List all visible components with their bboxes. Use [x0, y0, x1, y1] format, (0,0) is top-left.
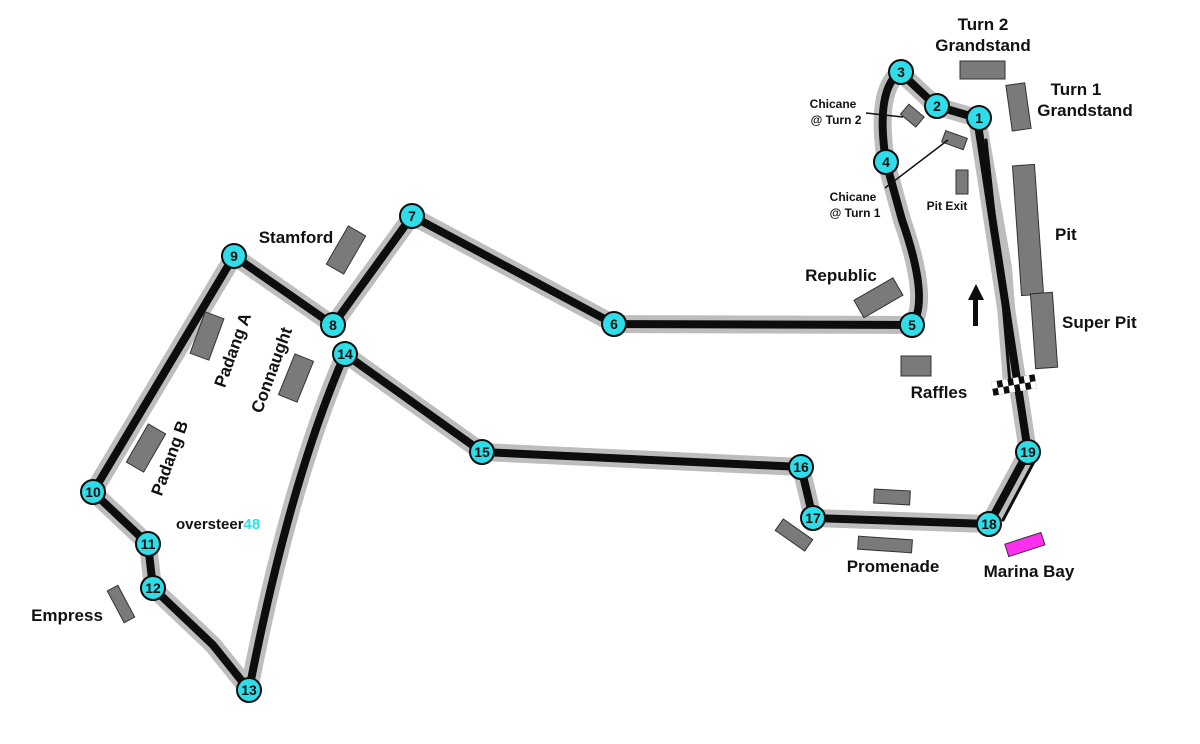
start-finish-line	[991, 374, 1037, 396]
turn-number-8: 8	[329, 317, 337, 333]
turn-number-6: 6	[610, 316, 618, 332]
grandstand-padang-a	[189, 311, 225, 361]
label-pit-exit: Pit Exit	[927, 199, 968, 213]
turn-number-17: 17	[805, 510, 821, 526]
label-republic: Republic	[805, 266, 877, 285]
label-turn2-grandstand-line1: Turn 2	[958, 15, 1009, 34]
label-marina-bay: Marina Bay	[984, 562, 1075, 581]
turn-number-10: 10	[85, 484, 101, 500]
turn-number-4: 4	[882, 154, 890, 170]
turn-marker-14: 14	[332, 341, 358, 367]
label-stamford: Stamford	[259, 228, 334, 247]
label-chicane-turn2-line1: Chicane	[810, 97, 857, 111]
turn-marker-5: 5	[899, 312, 925, 338]
direction-arrow-icon	[968, 284, 984, 326]
label-super-pit: Super Pit	[1062, 313, 1137, 332]
turn-number-1: 1	[975, 110, 983, 126]
turn-number-3: 3	[897, 64, 905, 80]
turn-number-11: 11	[141, 536, 156, 552]
grandstand-empress	[106, 584, 136, 624]
grandstand-stamford	[325, 225, 367, 275]
turn-marker-19: 19	[1015, 439, 1041, 465]
brand-logo: oversteer48	[176, 516, 260, 533]
grandstand-turn1	[1005, 82, 1032, 132]
turn-number-19: 19	[1020, 444, 1036, 460]
grandstand-marina-bay	[1004, 531, 1046, 558]
turn-marker-10: 10	[80, 479, 106, 505]
brand-number: 48	[244, 516, 261, 533]
turn-number-2: 2	[933, 98, 941, 114]
turn-markers: 1 2 3 4 5 6 7 8 9 10 11 12 13 14 15 16 1…	[80, 59, 1041, 703]
pit-lane	[984, 138, 1038, 522]
grandstand-promenade	[857, 535, 913, 554]
label-turn1-grandstand-line2: Grandstand	[1037, 101, 1132, 120]
turn-marker-15: 15	[469, 439, 495, 465]
label-turn2-grandstand-line2: Grandstand	[935, 36, 1030, 55]
turn-number-16: 16	[793, 459, 809, 475]
turn-marker-13: 13	[236, 677, 262, 703]
grandstand-republic	[853, 277, 904, 319]
turn-marker-8: 8	[320, 312, 346, 338]
label-chicane-turn2-line2: @ Turn 2	[811, 113, 862, 127]
turn-marker-12: 12	[140, 575, 166, 601]
label-pit: Pit	[1055, 225, 1077, 244]
turn-marker-6: 6	[601, 311, 627, 337]
turn-number-7: 7	[408, 208, 416, 224]
label-raffles: Raffles	[911, 383, 968, 402]
grandstand-chicane-turn2	[899, 103, 925, 128]
turn-number-18: 18	[981, 516, 997, 532]
grandstand-turn2	[959, 60, 1006, 80]
turn-marker-1: 1	[966, 105, 992, 131]
turn-number-14: 14	[337, 346, 353, 362]
turn-number-12: 12	[145, 580, 161, 596]
grandstands	[106, 60, 1059, 624]
grandstand-pit	[1011, 163, 1045, 297]
grandstand-pit-exit	[955, 169, 969, 195]
grandstand-chicane-turn1	[940, 129, 968, 151]
turn-marker-18: 18	[976, 511, 1002, 537]
label-chicane-turn1-line2: @ Turn 1	[830, 206, 881, 220]
turn-marker-11: 11	[135, 531, 161, 557]
leader-lines	[865, 112, 949, 189]
grandstand-padang-b	[125, 423, 167, 473]
turn-marker-7: 7	[399, 203, 425, 229]
label-empress: Empress	[31, 606, 103, 625]
grandstand-turn17-outside	[774, 518, 814, 552]
turn-marker-3: 3	[888, 59, 914, 85]
grandstand-raffles	[900, 355, 932, 377]
turn-number-15: 15	[474, 444, 490, 460]
turn-number-5: 5	[908, 317, 916, 333]
grandstand-promenade-north	[873, 488, 911, 506]
turn-marker-2: 2	[924, 93, 950, 119]
brand-name: oversteer	[176, 516, 244, 533]
turn-number-13: 13	[241, 682, 257, 698]
label-chicane-turn1-line1: Chicane	[830, 190, 877, 204]
label-turn1-grandstand-line1: Turn 1	[1051, 80, 1102, 99]
turn-marker-4: 4	[873, 149, 899, 175]
turn-marker-9: 9	[221, 243, 247, 269]
turn-marker-17: 17	[800, 505, 826, 531]
turn-marker-16: 16	[788, 454, 814, 480]
grandstand-connaught	[277, 353, 315, 403]
turn-number-9: 9	[230, 248, 238, 264]
grandstand-super-pit	[1029, 291, 1059, 370]
label-promenade: Promenade	[847, 557, 940, 576]
